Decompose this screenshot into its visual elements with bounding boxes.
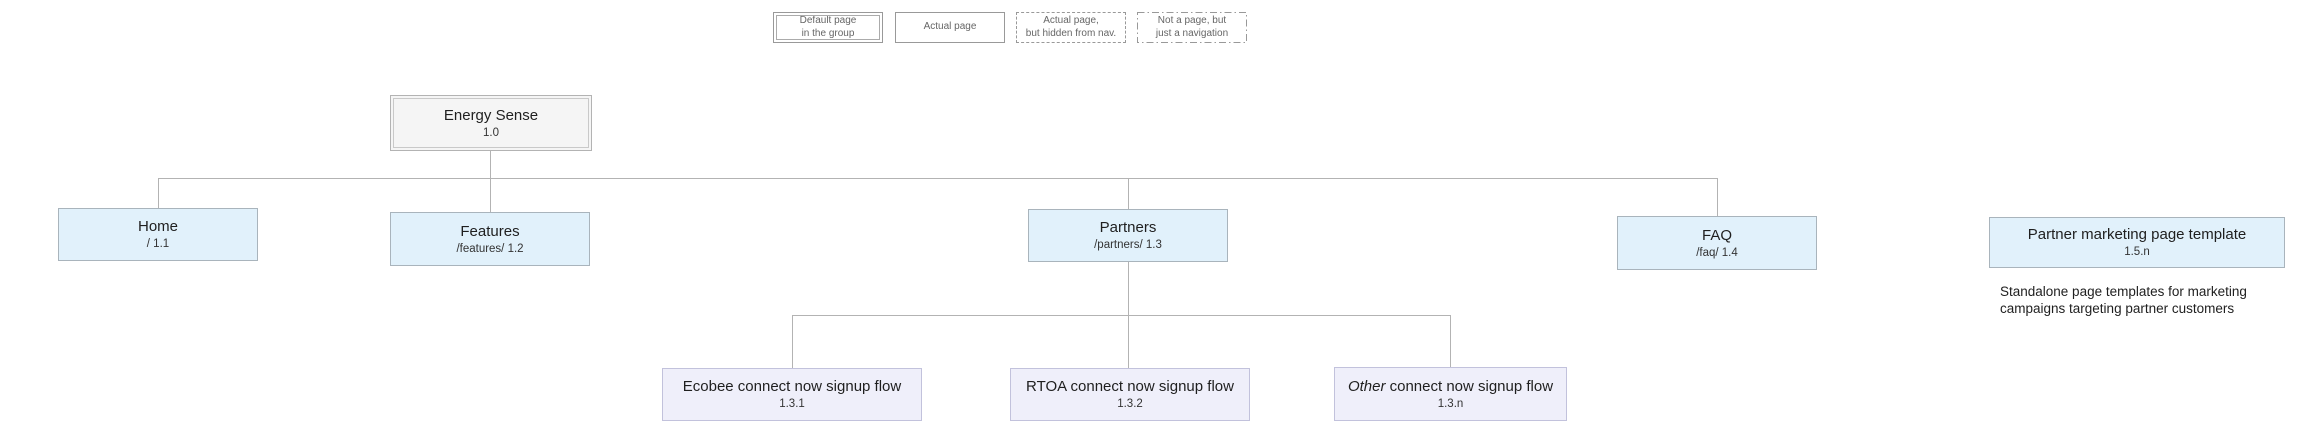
node-title: Energy Sense <box>443 106 539 124</box>
node-ecobee-signup[interactable]: Ecobee connect now signup flow 1.3.1 <box>662 368 922 421</box>
connector-partners-stub <box>1128 178 1129 209</box>
connector-other-stub <box>1450 315 1451 367</box>
node-partner-marketing-template[interactable]: Partner marketing page template 1.5.n <box>1989 217 2285 268</box>
node-meta: /partners/ 1.3 <box>1094 239 1162 251</box>
legend-label: but hidden from nav. <box>1025 27 1117 39</box>
node-title: Features <box>460 222 520 240</box>
node-title: Ecobee connect now signup flow <box>682 378 902 395</box>
node-title: Partners <box>1099 219 1157 236</box>
node-meta: /faq/ 1.4 <box>1696 246 1738 259</box>
dashdot-border <box>1137 12 1247 43</box>
node-meta: 1.3.2 <box>1117 398 1143 410</box>
node-title: FAQ <box>1701 226 1732 244</box>
template-note-line: Standalone page templates for marketing <box>2000 284 2247 299</box>
template-note: Standalone page templates for marketing … <box>2000 283 2303 317</box>
connector-level2-horizontal <box>792 315 1451 316</box>
connector-root-down <box>490 151 491 178</box>
node-partners[interactable]: Partners /partners/ 1.3 <box>1028 209 1228 262</box>
node-meta: 1.5.n <box>2124 246 2150 258</box>
legend-item-hidden-page: Actual page, but hidden from nav. <box>1016 12 1126 43</box>
node-title: Partner marketing page template <box>2027 226 2247 243</box>
legend-label: Default page <box>799 15 857 26</box>
legend-label: Actual page <box>923 21 977 33</box>
connector-ecobee-stub <box>792 315 793 368</box>
node-meta: 1.0 <box>483 126 499 139</box>
connector-rtoa-stub <box>1128 315 1129 368</box>
node-energy-sense[interactable]: Energy Sense 1.0 <box>390 95 592 151</box>
template-note-line: campaigns targeting partner customers <box>2000 301 2235 316</box>
connector-home-stub <box>158 178 159 208</box>
node-title: Home <box>137 218 178 235</box>
legend-label: Not a page, but <box>1157 15 1227 26</box>
node-title: RTOA connect now signup flow <box>1026 378 1234 395</box>
node-title-rest: connect now signup flow <box>1385 377 1554 395</box>
node-meta: 1.3.1 <box>779 398 805 410</box>
node-features[interactable]: Features /features/ 1.2 <box>390 212 590 266</box>
connector-features-stub <box>490 178 491 212</box>
legend-item-actual-page: Actual page <box>895 12 1005 43</box>
connector-level1-horizontal <box>158 178 1718 179</box>
legend-label: in the group <box>801 27 855 39</box>
legend-item-default-page: Default page in the group <box>773 12 883 43</box>
node-title: Other connect now signup flow <box>1348 377 1553 396</box>
legend-label: just a navigation <box>1155 27 1229 39</box>
node-meta: / 1.1 <box>146 238 170 250</box>
connector-partners-down <box>1128 262 1129 315</box>
node-rtoa-signup[interactable]: RTOA connect now signup flow 1.3.2 <box>1010 368 1250 421</box>
node-title-emphasis: Other <box>1347 377 1386 395</box>
node-meta: 1.3.n <box>1437 397 1464 410</box>
node-meta: /features/ 1.2 <box>456 242 524 255</box>
legend-label: Actual page, <box>1043 15 1099 26</box>
node-other-signup[interactable]: Other connect now signup flow 1.3.n <box>1334 367 1567 421</box>
node-faq[interactable]: FAQ /faq/ 1.4 <box>1617 216 1817 270</box>
connector-faq-stub <box>1717 178 1718 216</box>
node-home[interactable]: Home / 1.1 <box>58 208 258 261</box>
legend-item-navigation-group: Not a page, but just a navigation <box>1137 12 1247 43</box>
